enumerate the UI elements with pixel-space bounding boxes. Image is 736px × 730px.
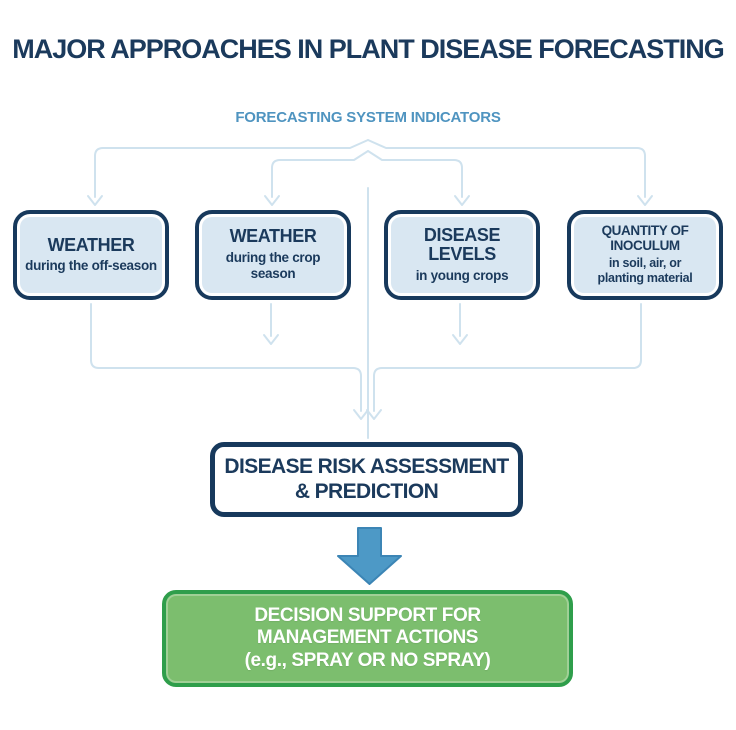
- indicator-title: WEATHER: [47, 234, 135, 255]
- indicator-subtitle: in young crops: [415, 268, 509, 284]
- indicator-box-weather-off-season: WEATHER during the off-season: [13, 210, 169, 300]
- decision-support-box: DECISION SUPPORT FOR MANAGEMENT ACTIONS …: [162, 590, 573, 687]
- branch-to-box1-arrowhead: [87, 195, 103, 206]
- branch-to-box4-line: [367, 139, 646, 198]
- indicator-box-disease-levels: DISEASE LEVELS in young crops: [384, 210, 540, 300]
- indicator-subtitle: in soil, air, or planting material: [597, 256, 693, 286]
- indicator-box-weather-crop-season: WEATHER during the crop season: [195, 210, 351, 300]
- forecasting-indicators-heading: FORECASTING SYSTEM INDICATORS: [235, 109, 501, 126]
- box2-down-arrowhead: [263, 334, 279, 345]
- box1-gather-arrowhead: [353, 409, 369, 420]
- indicator-subtitle: during the crop season: [225, 250, 321, 282]
- page-title: MAJOR APPROACHES IN PLANT DISEASE FORECA…: [12, 34, 725, 64]
- branch-to-box3-line: [367, 150, 463, 198]
- assessment-label: DISEASE RISK ASSESSMENT & PREDICTION: [224, 455, 509, 503]
- branch-to-box1-line: [94, 139, 369, 198]
- disease-risk-assessment-box: DISEASE RISK ASSESSMENT & PREDICTION: [210, 442, 523, 517]
- down-block-arrow-icon: [337, 527, 402, 585]
- branch-to-box2-arrowhead: [264, 195, 280, 206]
- branch-to-box3-arrowhead: [454, 195, 470, 206]
- decision-label: DECISION SUPPORT FOR MANAGEMENT ACTIONS …: [244, 604, 491, 671]
- branch-to-box2-line: [271, 150, 369, 198]
- box4-gather-arrowhead: [366, 409, 382, 420]
- indicator-title: QUANTITY OF INOCULUM: [601, 222, 689, 253]
- indicator-title: DISEASE LEVELS: [423, 224, 501, 265]
- indicator-box-quantity-of-inoculum: QUANTITY OF INOCULUM in soil, air, or pl…: [567, 210, 723, 300]
- indicator-title: WEATHER: [229, 226, 317, 247]
- box1-gather-line: [90, 303, 362, 412]
- box4-gather-line: [373, 303, 642, 412]
- box3-down-arrowhead: [452, 334, 468, 345]
- branch-to-box4-arrowhead: [637, 195, 653, 206]
- indicator-subtitle: during the off-season: [25, 258, 157, 274]
